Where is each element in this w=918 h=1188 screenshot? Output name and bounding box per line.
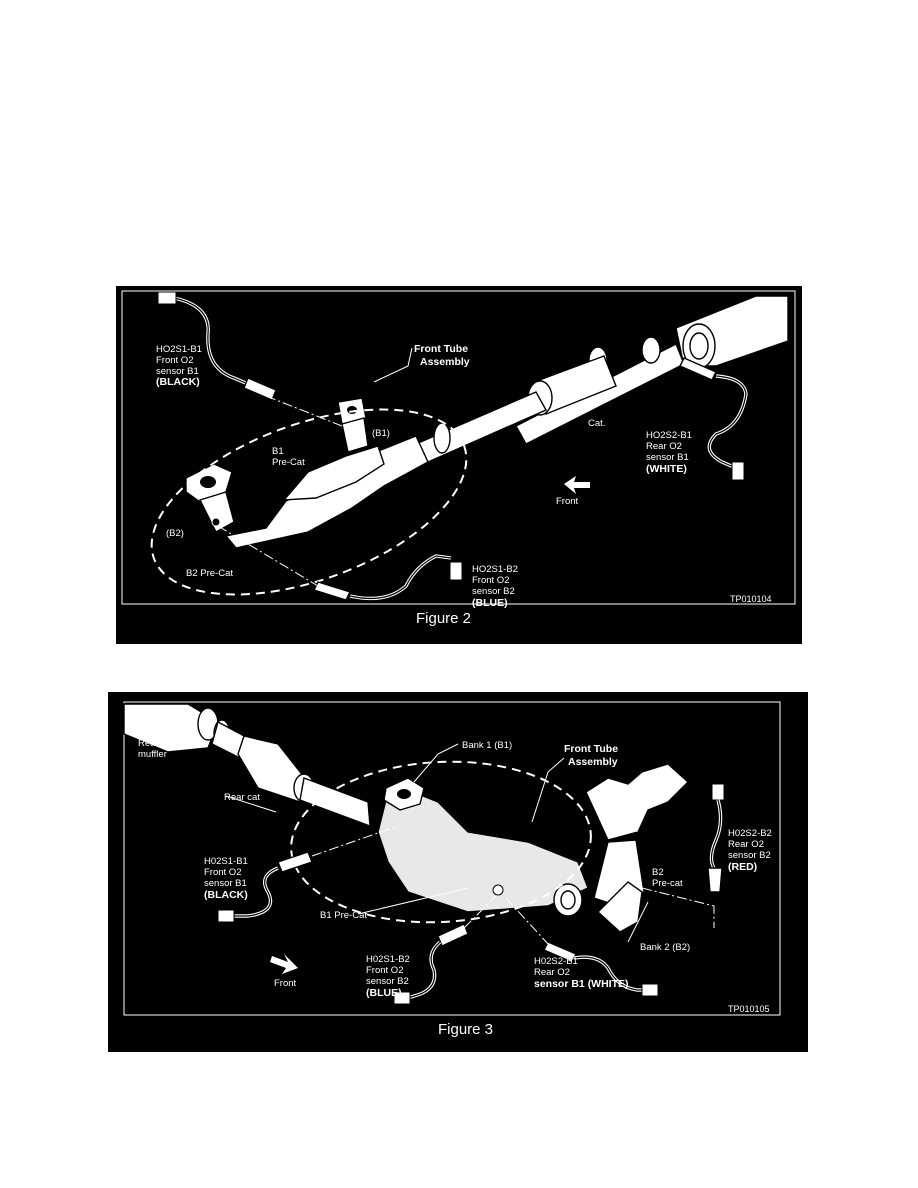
sensor-h02s1-b2 [393,923,469,1005]
rear-muffler-label-2: muffler [138,749,167,760]
figure-2-code: TP010104 [730,594,772,604]
front-tube-label-2: Assembly [568,756,618,768]
cat-label: Cat. [588,418,605,429]
ho2s2-b1-name: HO2S2-B1 [646,430,692,441]
rear-muffler-label-1: Rear [138,738,159,749]
front-label: Front [274,978,297,989]
figure-2-diagram: Front Tube Assembly HO2S1-B1 Front O2 se… [121,290,796,627]
connector-icon [641,983,659,997]
connector-icon [449,561,463,581]
figure-3-caption: Figure 3 [438,1021,493,1038]
ho2s1-b1-desc2: sensor B1 [156,366,199,377]
front-label: Front [556,496,579,507]
front-tube-label-1: Front Tube [564,743,618,755]
sensor-ho2s2-b1 [679,357,748,481]
connector-icon [217,909,235,923]
sensor-h02s1-b1 [217,851,313,923]
h02s1-b1-desc: Front O2 [204,867,242,878]
ho2s1-b2-name: HO2S1-B2 [472,564,518,575]
front-arrow-icon [270,954,298,974]
figure-3-code: TP010105 [728,1004,770,1014]
b2-tag: (B2) [166,528,184,539]
connector-icon [393,991,411,1005]
connector-icon [711,783,725,801]
b1-precat-label: B1 Pre-Cat [320,910,367,921]
sensor-ho2s1-b1 [157,291,277,401]
figure-2-panel: Front Tube Assembly HO2S1-B1 Front O2 se… [116,286,802,644]
ho2s2-b1-desc2: sensor B1 [646,452,689,463]
h02s1-b2-desc2: sensor B2 [366,976,409,987]
b2-precat-label-1: B2 [652,867,664,878]
front-tube-outline [290,760,592,924]
connector-icon [731,461,745,481]
ho2s1-b2-desc: Front O2 [472,575,510,586]
figure-3-diagram: Rear muffler Rear cat Bank 1 (B1) Front … [123,701,781,1038]
front-tube-label-1: Front Tube [414,343,468,355]
ho2s2-b1-color: (WHITE) [646,463,687,475]
h02s2-b2-desc2: sensor B2 [728,850,771,861]
h02s2-b2-name: H02S2-B2 [728,828,772,839]
figure-3-exhaust-drawing [123,703,690,933]
ho2s1-b1-color: (BLACK) [156,376,200,388]
h02s1-b1-name: H02S1-B1 [204,856,248,867]
h02s2-b2-desc: Rear O2 [728,839,764,850]
h02s2-b1-desc: Rear O2 [534,967,570,978]
ho2s1-b1-name: HO2S1-B1 [156,344,202,355]
figure-3-panel: Rear muffler Rear cat Bank 1 (B1) Front … [108,692,808,1052]
figure-2-caption: Figure 2 [416,610,471,627]
b2-precat-label-2: Pre-cat [652,878,683,889]
h02s2-b1-name: H02S2-B1 [534,956,578,967]
h02s1-b1-desc2: sensor B1 [204,878,247,889]
sensor-ho2s1-b2 [313,554,463,601]
ho2s1-b2-color: (BLUE) [472,597,508,609]
ho2s1-b2-desc2: sensor B2 [472,586,515,597]
rear-cat-label: Rear cat [224,792,260,803]
b1-precat-label-1: B1 [272,446,284,457]
figure-2-frame [121,290,796,605]
b2-precat-label: B2 Pre-Cat [186,568,233,579]
h02s1-b2-name: H02S1-B2 [366,954,410,965]
bank1-label: Bank 1 (B1) [462,740,512,751]
figure-3-frame [123,701,781,1016]
front-tube-outline [150,408,468,596]
figure-2-exhaust-drawing [185,295,789,549]
h02s2-b1-desc2: sensor B1 (WHITE) [534,978,629,990]
sensor-h02s2-b2 [707,783,725,893]
h02s1-b1-color: (BLACK) [204,889,248,901]
b1-tag: (B1) [372,428,390,439]
h02s2-b2-color: (RED) [728,861,757,873]
h02s1-b2-color: (BLUE) [366,987,402,999]
connector-icon [157,291,177,305]
sensor-h02s2-b1 [543,941,659,997]
ho2s2-b1-desc: Rear O2 [646,441,682,452]
ho2s1-b1-desc: Front O2 [156,355,194,366]
bank2-label: Bank 2 (B2) [640,942,690,953]
h02s1-b2-desc: Front O2 [366,965,404,976]
front-tube-label-2: Assembly [420,356,470,368]
b1-precat-label-2: Pre-Cat [272,457,305,468]
front-arrow-icon [564,476,590,494]
